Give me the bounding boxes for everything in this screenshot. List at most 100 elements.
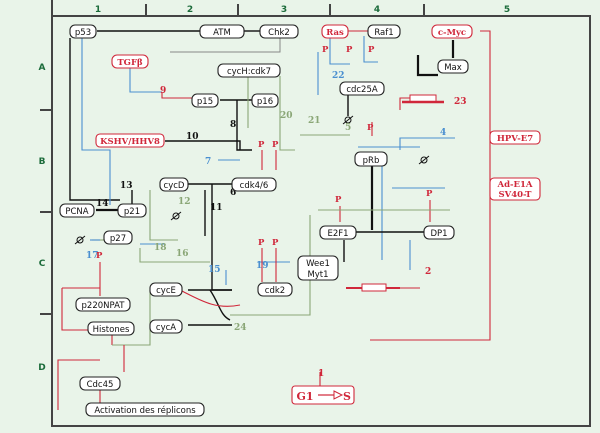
phospho-p: P [335, 195, 342, 205]
number-5: 5 [345, 123, 351, 133]
node-p220npat: p220NPAT [82, 301, 126, 311]
number-6: 6 [230, 188, 236, 198]
node-histones: Histones [93, 325, 130, 335]
node-p15: p15 [197, 97, 213, 107]
node-kshv-box [95, 133, 165, 148]
node-cdk2: cdk2 [265, 286, 285, 296]
node-prb: pRb [363, 156, 380, 166]
number-10: 10 [186, 132, 199, 142]
node-cdk46: cdk4/6 [240, 181, 269, 191]
interaction-numbers: 1 2 4 5 6 7 8 9 10 11 12 13 14 15 16 17 … [86, 71, 467, 379]
phospho-marks: P P P P P P P P P P P P [96, 45, 433, 261]
node-cdc25a: cdc25A [346, 85, 378, 95]
node-raf1-box [367, 24, 401, 39]
number-17: 17 [86, 251, 99, 261]
node-pcna: PCNA [65, 207, 88, 217]
node-prb-box [354, 151, 388, 167]
node-tgfb: TGFβ [117, 58, 143, 68]
node-p53-box [69, 24, 97, 39]
number-4: 4 [440, 128, 446, 138]
node-p15-box [191, 93, 219, 108]
number-22: 22 [332, 71, 345, 81]
number-13: 13 [120, 181, 133, 191]
number-19: 19 [256, 261, 269, 271]
node-g1: G1 [296, 390, 313, 403]
phospho-p: P [258, 140, 265, 150]
node-p16-box [251, 93, 279, 108]
node-cycd-box [159, 177, 189, 192]
node-replicons-box [85, 402, 205, 417]
node-p53: p53 [75, 28, 91, 38]
node-dp1: DP1 [430, 229, 447, 239]
node-cmyc: c-Myc [438, 28, 466, 38]
node-cyce: cycE [156, 286, 176, 296]
node-p21-box [117, 203, 147, 218]
number-21: 21 [308, 116, 321, 126]
node-hpv-box [489, 130, 541, 145]
col-label-3: 3 [281, 5, 287, 15]
grid-frame [40, 0, 591, 427]
node-s: S [343, 390, 351, 403]
node-cych-cdk7: cycH:cdk7 [227, 67, 271, 77]
node-cych-cdk7-box [217, 63, 281, 78]
phospho-p: P [272, 238, 279, 248]
phospho-p: P [322, 45, 329, 55]
node-ade1a: Ad-E1A [496, 180, 532, 190]
node-cdc45-box [79, 376, 121, 391]
node-p220npat-box [75, 297, 131, 312]
node-dp1-box [423, 225, 455, 240]
node-cdk46-box [231, 177, 277, 192]
node-hpv: HPV-E7 [497, 134, 533, 144]
number-9: 9 [160, 86, 166, 96]
row-label-a: A [39, 63, 46, 73]
node-max: Max [444, 63, 462, 73]
number-14: 14 [96, 199, 109, 209]
row-label-c: C [39, 259, 46, 269]
number-20: 20 [280, 111, 293, 121]
node-ras: Ras [326, 28, 344, 38]
phospho-p: P [96, 251, 103, 261]
col-label-4: 4 [374, 5, 380, 15]
row-label-b: B [39, 157, 46, 167]
phospho-p: P [258, 238, 265, 248]
number-16: 16 [176, 249, 189, 259]
node-raf1: Raf1 [374, 28, 393, 38]
number-23: 23 [454, 97, 467, 107]
col-label-2: 2 [187, 5, 193, 15]
phospho-p: P [426, 189, 433, 199]
node-tgfb-box [111, 54, 149, 69]
row-label-d: D [38, 363, 45, 373]
node-pcna-box [59, 203, 95, 218]
number-11: 11 [210, 203, 223, 213]
node-p16: p16 [257, 97, 273, 107]
node-atm: ATM [213, 28, 231, 38]
node-e2f1-box [319, 225, 357, 240]
nodes: p53 ATM Chk2 Ras Raf1 c-Myc Max TGFβ cyc… [59, 24, 541, 417]
node-ras-box [321, 24, 349, 39]
number-1: 1 [318, 369, 324, 379]
node-atm-box [199, 24, 245, 39]
phospho-p: P [368, 45, 375, 55]
node-myt1: Myt1 [307, 270, 328, 280]
node-wee1-myt1-box [297, 255, 339, 281]
node-cdc45: Cdc45 [87, 380, 114, 390]
phospho-p: P [346, 45, 353, 55]
number-7: 7 [205, 157, 211, 167]
node-e2f1: E2F1 [327, 229, 348, 239]
node-wee1: Wee1 [306, 259, 330, 269]
node-chk2: Chk2 [268, 28, 290, 38]
node-cyca: cycA [156, 323, 176, 333]
col-label-5: 5 [504, 5, 510, 15]
node-cdk2-box [257, 282, 293, 297]
phospho-p: P [367, 123, 374, 133]
phospho-p: P [272, 140, 279, 150]
node-cmyc-box [431, 24, 473, 39]
node-histones-box [87, 321, 135, 336]
node-cyce-box [149, 282, 183, 297]
node-max-box [437, 59, 469, 74]
pathway-lines [57, 30, 491, 410]
number-24: 24 [234, 323, 247, 333]
number-12: 12 [178, 197, 191, 207]
grid-labels: 1 2 3 4 5 A B C D [38, 5, 510, 373]
